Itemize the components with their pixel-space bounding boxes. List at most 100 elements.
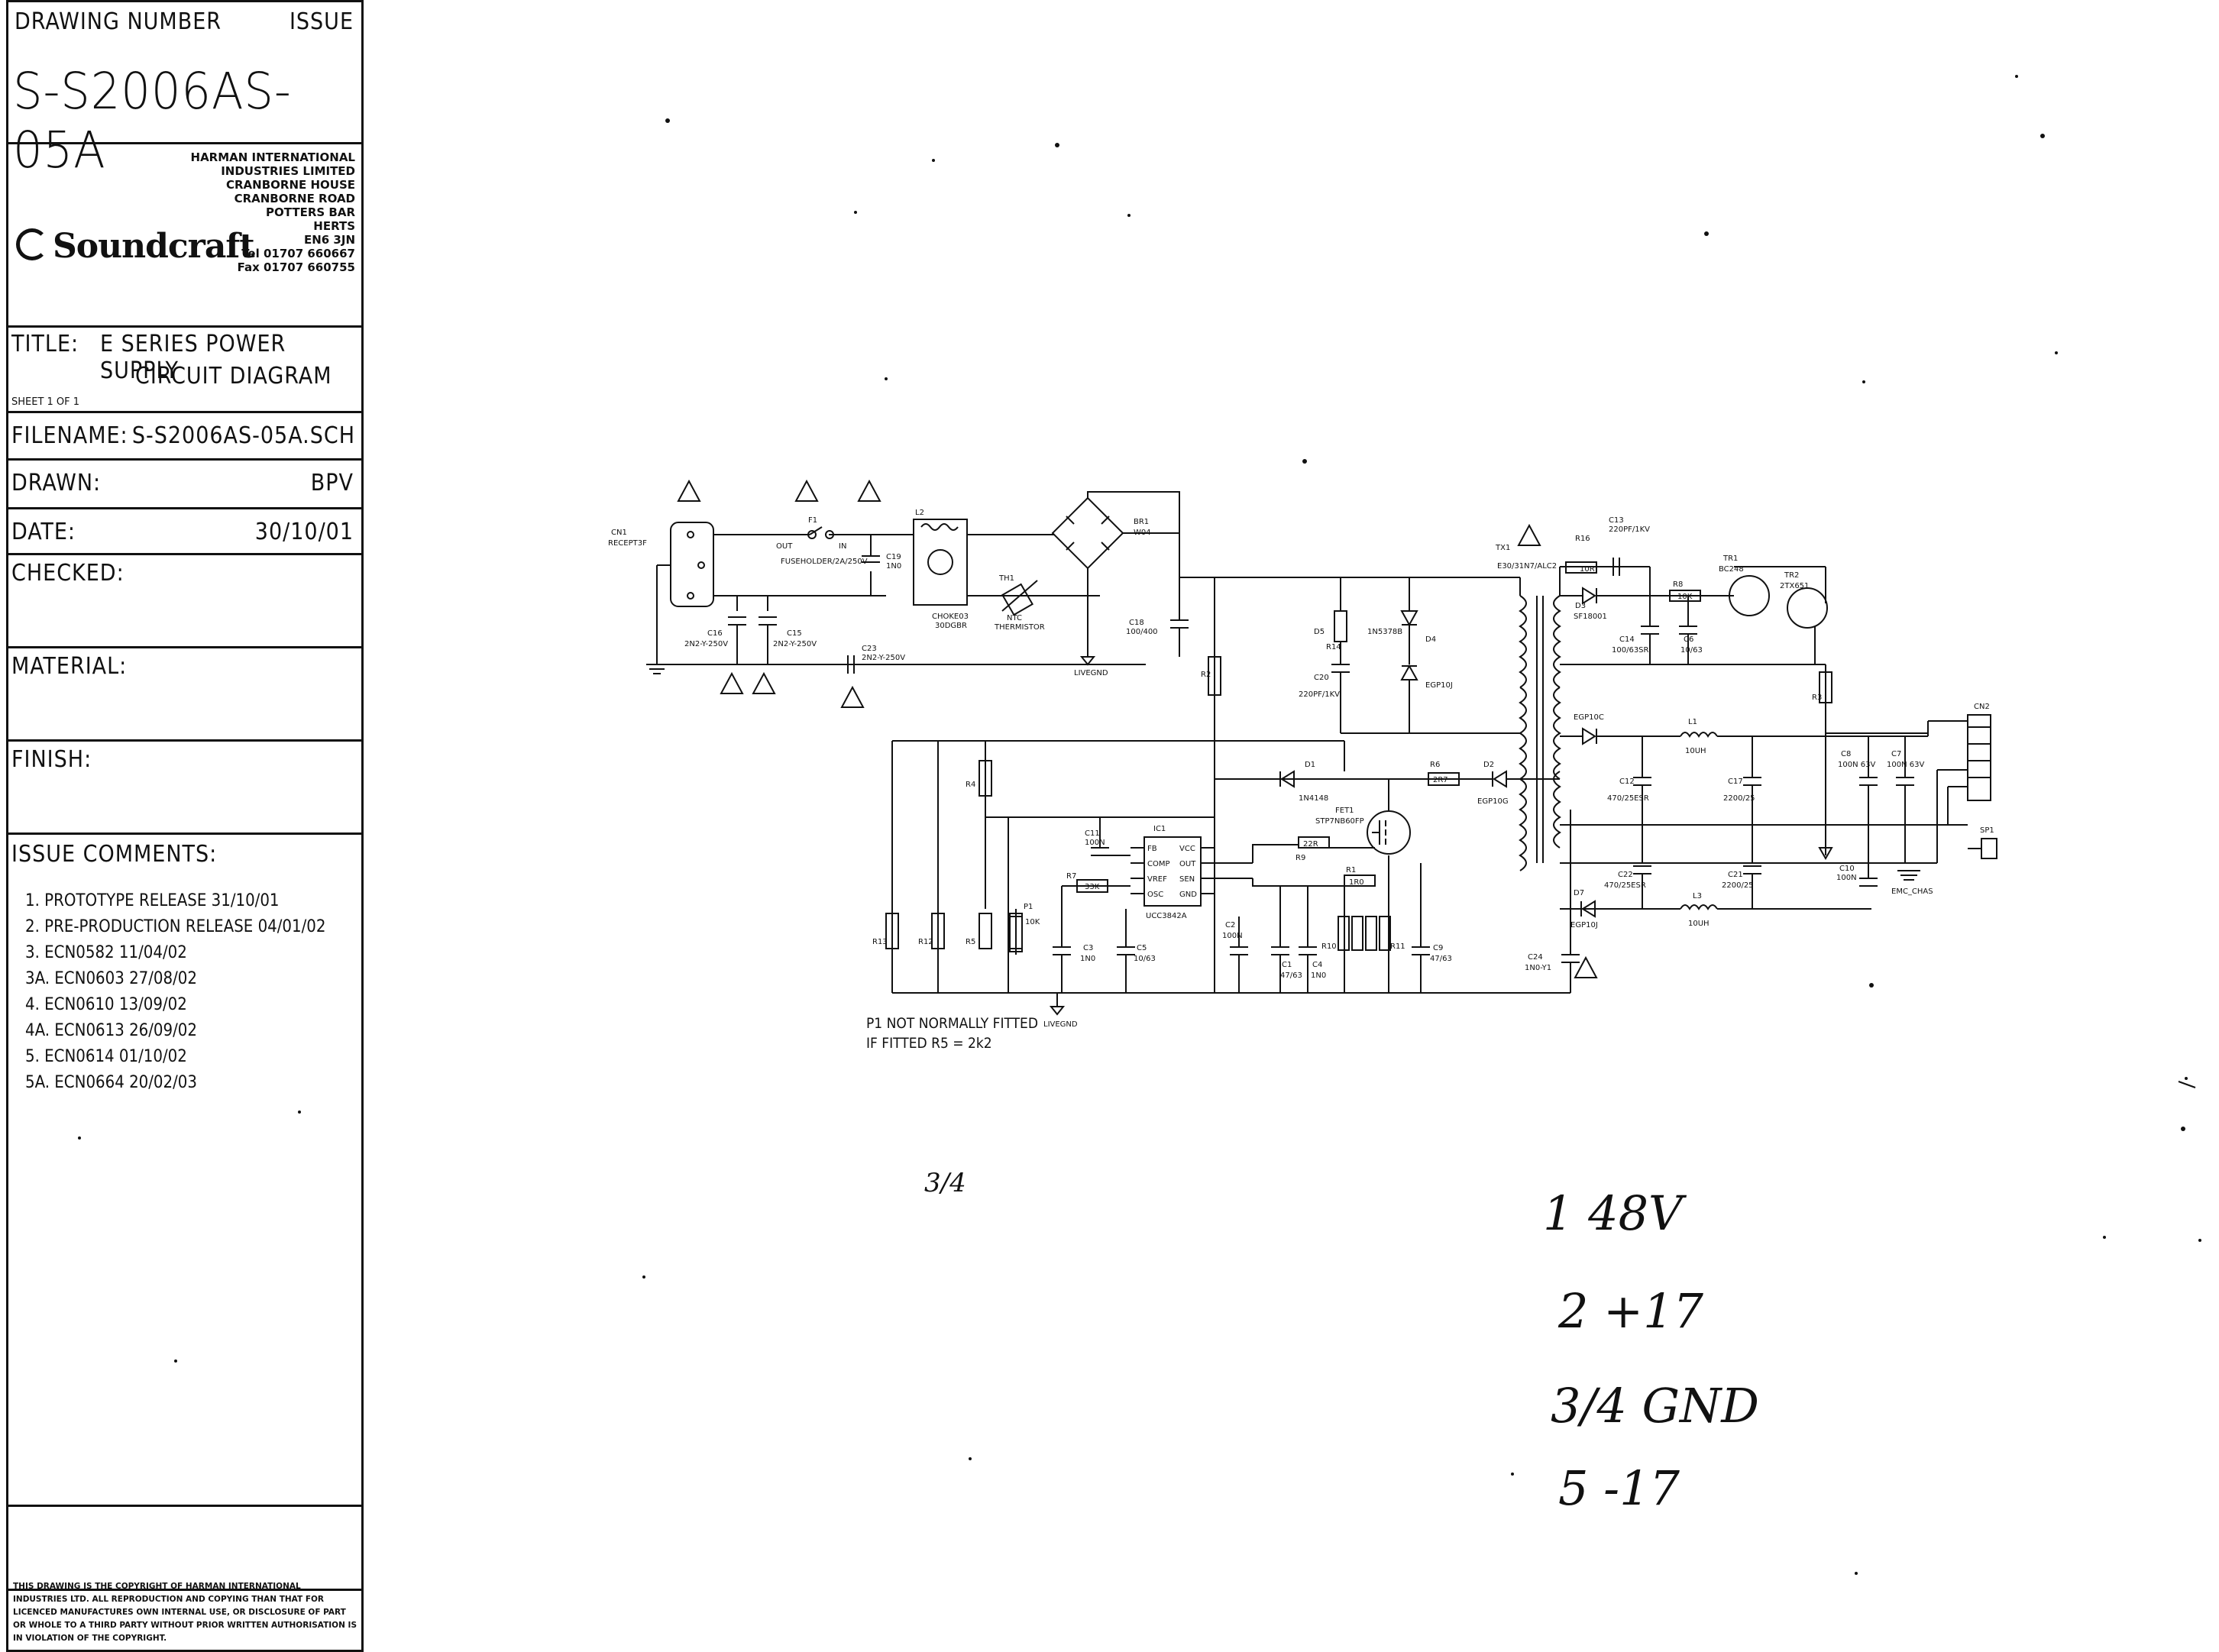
r6-label: R6 <box>1430 761 1440 769</box>
copyright-notice: THIS DRAWING IS THE COPYRIGHT OF HARMAN … <box>13 1582 357 1643</box>
handwritten-pin5: 5 -17 <box>1558 1460 1680 1516</box>
address-line: INDUSTRIES LIMITED <box>221 164 355 178</box>
r2-label: R2 <box>1201 671 1211 679</box>
issue-comments-cell: ISSUE COMMENTS: <box>8 835 361 1507</box>
c16-label: C16 <box>707 629 723 638</box>
r5-label: R5 <box>966 938 975 946</box>
c14-label: C14 <box>1619 635 1635 644</box>
r10-label: R10 <box>1321 942 1337 951</box>
th1-value: NTC <box>1007 614 1022 622</box>
address-line: Fax 01707 660755 <box>237 260 355 274</box>
issue-comments-list: 1. PROTOTYPE RELEASE 31/10/01 2. PRE-PRO… <box>25 888 325 1096</box>
c14-value: 100/63SR <box>1612 646 1649 655</box>
d5-label: D5 <box>1314 628 1325 636</box>
p1-value: 10K <box>1025 918 1040 926</box>
controller-ic1 <box>1131 836 1344 907</box>
tx1-label: TX1 <box>1495 544 1510 552</box>
r11-label: R11 <box>1390 942 1405 951</box>
warning-triangle-icons <box>677 479 1598 978</box>
r16-value: 10R <box>1580 565 1595 574</box>
title-cell: TITLE: E SERIES POWER SUPPLY CIRCUIT DIA… <box>8 328 361 413</box>
drawn-value: BPV <box>310 470 354 496</box>
c8-value: 100N 63V <box>1838 761 1875 769</box>
c15-value: 2N2-Y-250V <box>773 640 817 648</box>
c10-label: C10 <box>1839 865 1855 873</box>
ic1-pin-out: OUT <box>1179 860 1196 868</box>
ic1-pin-osc: OSC <box>1147 891 1163 899</box>
choke-l2 <box>913 519 1100 606</box>
c1-value: 47/63 <box>1280 971 1302 980</box>
tr1-label: TR1 <box>1722 554 1738 563</box>
r15-value: 33K <box>1085 883 1100 891</box>
address-line: HARMAN INTERNATIONAL <box>190 150 355 164</box>
cn2-label: CN2 <box>1974 703 1990 711</box>
fet1-value: STP7NB60FP <box>1315 817 1364 826</box>
mains-wiring <box>657 526 1146 674</box>
c21-value: 2200/25 <box>1722 881 1754 890</box>
issue-comment: 2. PRE-PRODUCTION RELEASE 04/01/02 <box>25 917 326 936</box>
r16-label: R16 <box>1575 535 1590 543</box>
ic1-pin-sen: SEN <box>1179 875 1195 884</box>
c11-label: C11 <box>1085 829 1100 838</box>
d1-label: D1 <box>1305 761 1315 769</box>
filename-cell: FILENAME: S-S2006AS-05A.SCH <box>8 413 361 461</box>
drawing-number-cell: DRAWING NUMBER ISSUE S-S2006AS-05A <box>8 2 361 179</box>
material-cell: MATERIAL: <box>8 648 361 742</box>
r1-label: R1 <box>1346 866 1356 874</box>
c18-label: C18 <box>1129 619 1144 627</box>
l3-label: L3 <box>1693 892 1702 900</box>
address-line: HERTS <box>313 219 355 233</box>
ic1-pin-comp: COMP <box>1147 860 1170 868</box>
finish-cell: FINISH: <box>8 742 361 835</box>
d2-label: D2 <box>1483 761 1494 769</box>
c22-label: C22 <box>1618 871 1633 879</box>
capacitor-c18 <box>1170 580 1189 657</box>
issue-comment: 1. PROTOTYPE RELEASE 31/10/01 <box>25 891 280 910</box>
l1-value: 10UH <box>1685 747 1706 755</box>
output-connector-cn2 <box>1927 714 1991 863</box>
c23-value: 2N2-Y-250V <box>862 654 905 662</box>
drawing-number: S-S2006AS-05A <box>13 62 292 179</box>
f1-in: IN <box>839 542 846 551</box>
soundcraft-logo: Soundcraft <box>16 227 255 266</box>
blank-cell <box>8 1507 361 1591</box>
date-value: 30/10/01 <box>254 519 354 545</box>
issue-comments-label: ISSUE COMMENTS: <box>11 841 218 868</box>
l3-value: 10UH <box>1688 920 1710 928</box>
address-line: CRANBORNE ROAD <box>234 192 355 205</box>
bridge-rectifier-br1 <box>1051 491 1180 666</box>
tr1-value: BC248 <box>1719 565 1744 574</box>
minus17-rail <box>1560 858 1937 918</box>
c19-value: 1N0 <box>886 562 901 571</box>
ic-support-components <box>1008 817 1430 993</box>
title-block: DRAWING NUMBER ISSUE S-S2006AS-05A HARMA… <box>6 0 364 1652</box>
r8-value: 10K <box>1677 593 1693 601</box>
date-label: DATE: <box>11 519 76 545</box>
issue-comment: 3A. ECN0603 27/08/02 <box>25 969 197 988</box>
c20-value: 220PF/1KV <box>1299 690 1340 699</box>
th1-sub: THERMISTOR <box>994 623 1045 632</box>
ic1-pin-fb: FB <box>1147 845 1157 853</box>
cn1-label: CN1 <box>611 529 627 537</box>
d4-label: D4 <box>1425 635 1436 644</box>
f1-value: FUSEHOLDER/2A/250V <box>781 558 868 566</box>
handwritten-pin34: 3/4 GND <box>1551 1378 1759 1434</box>
title-label: TITLE: <box>11 331 79 357</box>
chassis-ground <box>1859 863 1920 887</box>
note-line2: IF FITTED R5 = 2k2 <box>866 1035 992 1052</box>
c3-label: C3 <box>1083 944 1093 952</box>
r7-label: R7 <box>1066 872 1076 881</box>
r14-label: R14 <box>1326 643 1341 651</box>
c10-value: 100N <box>1836 874 1857 882</box>
company-address: HARMAN INTERNATIONAL INDUSTRIES LIMITED … <box>191 150 355 274</box>
tr2-label: TR2 <box>1784 571 1799 580</box>
cn1-sub: RECEPT3F <box>608 539 647 548</box>
issue-comment: 4A. ECN0613 26/09/02 <box>25 1021 197 1040</box>
capacitor-c24 <box>1561 810 1580 993</box>
f1-out: OUT <box>776 542 793 551</box>
address-line: EN6 3JN <box>303 233 355 247</box>
d3-value: SF18001 <box>1574 613 1607 621</box>
date-cell: DATE: 30/10/01 <box>8 509 361 555</box>
c2-value: 100N <box>1222 932 1243 940</box>
